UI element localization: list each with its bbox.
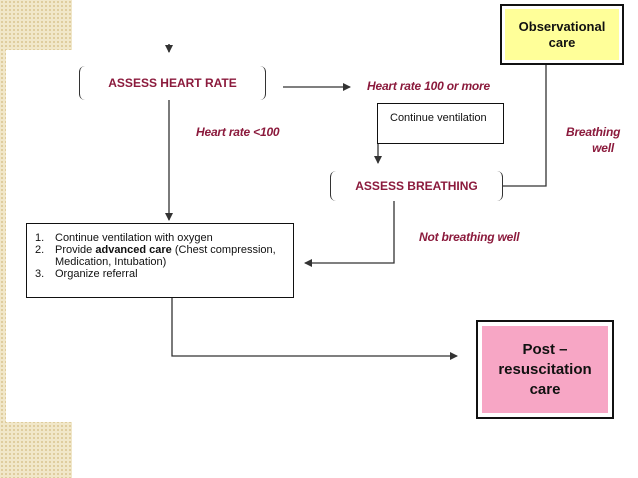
- assess-heart-rate-label: ASSESS HEART RATE: [108, 76, 237, 90]
- breathing-well-line1: Breathing: [566, 125, 621, 139]
- post-resuscitation-line2: resuscitation: [498, 360, 592, 378]
- observational-care-line1: Observational: [518, 18, 606, 34]
- action-list: 1. Continue ventilation with oxygen 2. P…: [27, 232, 287, 280]
- post-resuscitation-fill: Post – resuscitation care: [482, 326, 608, 413]
- action-item-1: 1. Continue ventilation with oxygen: [27, 232, 287, 244]
- action-list-node: 1. Continue ventilation with oxygen 2. P…: [26, 223, 294, 298]
- arrow-breathing-to-actions: [304, 201, 395, 267]
- edge-label-not-breathing-well: Not breathing well: [419, 230, 520, 244]
- action-item-3-number: 3.: [35, 268, 45, 280]
- action-item-2-text-a: Provide: [55, 244, 96, 256]
- edge-label-breathing-well: Breathing well: [566, 124, 620, 156]
- observational-care-fill: Observational care: [505, 9, 619, 60]
- action-item-2-text-b: (Chest compression, Medication, Intubati…: [55, 244, 276, 268]
- assess-breathing-label: ASSESS BREATHING: [355, 179, 478, 193]
- edge-label-hr-100-or-more: Heart rate 100 or more: [367, 79, 490, 93]
- post-resuscitation-node: Post – resuscitation care: [476, 320, 614, 419]
- action-item-1-number: 1.: [35, 232, 45, 244]
- action-item-3-text: Organize referral: [55, 268, 138, 280]
- assess-heart-rate-node: ASSESS HEART RATE: [79, 66, 266, 100]
- edge-label-hr-below-100: Heart rate <100: [196, 125, 280, 139]
- post-resuscitation-line3: care: [529, 380, 561, 398]
- assess-breathing-node: ASSESS BREATHING: [330, 171, 503, 201]
- action-item-1-text: Continue ventilation with oxygen: [55, 232, 213, 244]
- continue-ventilation-node: Continue ventilation: [377, 103, 504, 144]
- observational-care-node: Observational care: [500, 4, 624, 65]
- action-item-2: 2. Provide advanced care (Chest compress…: [27, 244, 287, 268]
- post-resuscitation-line1: Post –: [522, 340, 568, 358]
- line-breathing-to-observational: [503, 64, 547, 187]
- action-item-2-emphasis: advanced care: [95, 244, 172, 256]
- continue-ventilation-label: Continue ventilation: [390, 112, 487, 124]
- action-item-2-number: 2.: [35, 244, 45, 256]
- breathing-well-line2: well: [592, 141, 615, 155]
- observational-care-line2: care: [548, 34, 576, 50]
- action-item-3: 3. Organize referral: [27, 268, 287, 280]
- arrow-actions-to-post: [171, 298, 458, 360]
